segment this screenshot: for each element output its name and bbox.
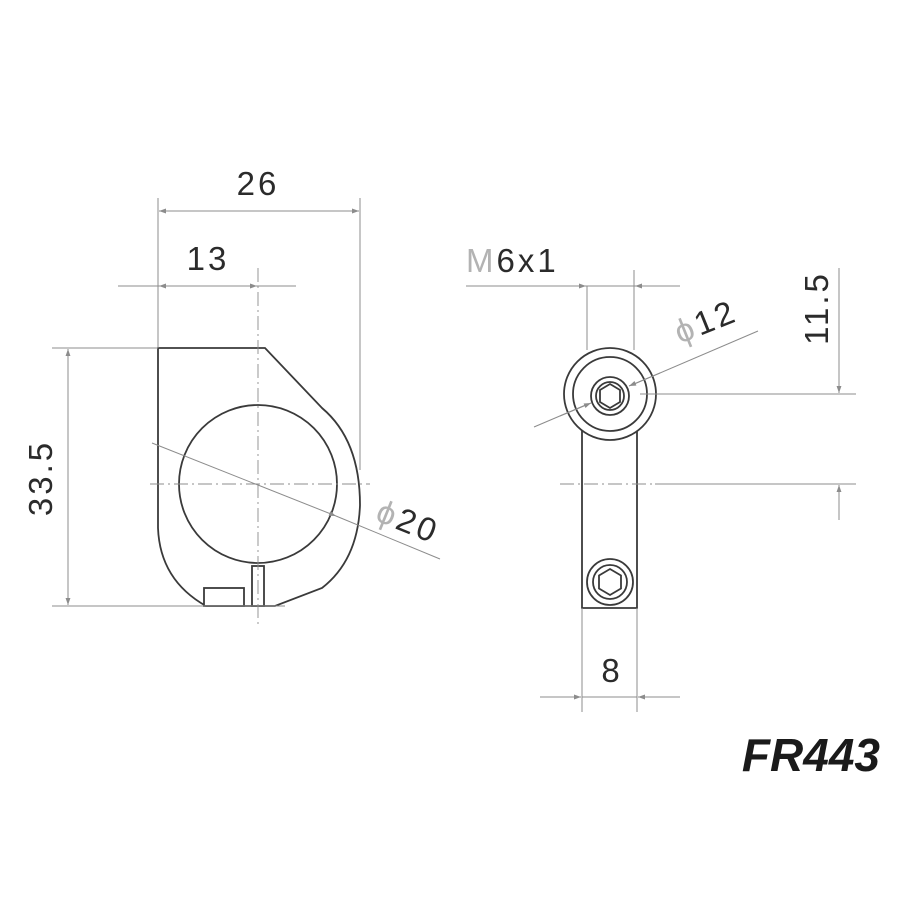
arm-view: M6x1 ϕ12 11.5 8 (466, 242, 856, 712)
dim-thread-value: 6x1 (497, 242, 559, 279)
dim-offset-height: 11.5 (640, 268, 856, 520)
dim-boss-diameter-label: ϕ12 (669, 292, 742, 350)
hex-socket-bottom (586, 558, 634, 606)
dim-thread-label: M6x1 (466, 242, 559, 279)
dim-half-width: 13 (118, 240, 296, 289)
thread-symbol: M (466, 242, 497, 279)
dim-half-width-label: 13 (187, 240, 230, 277)
part-number-label: FR443 (741, 729, 880, 781)
hex-socket-top (590, 376, 630, 416)
dim-height: 33.5 (22, 347, 285, 607)
dim-overall-width: 26 (157, 165, 361, 470)
dim-offset-height-label: 11.5 (798, 271, 835, 345)
dim-height-label: 33.5 (22, 440, 59, 516)
dim-arm-width-label: 8 (601, 652, 622, 689)
dim-thread: M6x1 (466, 242, 680, 350)
dim-overall-width-label: 26 (237, 165, 280, 202)
clamp-view: 26 13 33.5 ϕ20 (22, 165, 445, 625)
dim-arm-width: 8 (540, 608, 680, 712)
dim-bore-diameter-label: ϕ20 (371, 492, 444, 550)
